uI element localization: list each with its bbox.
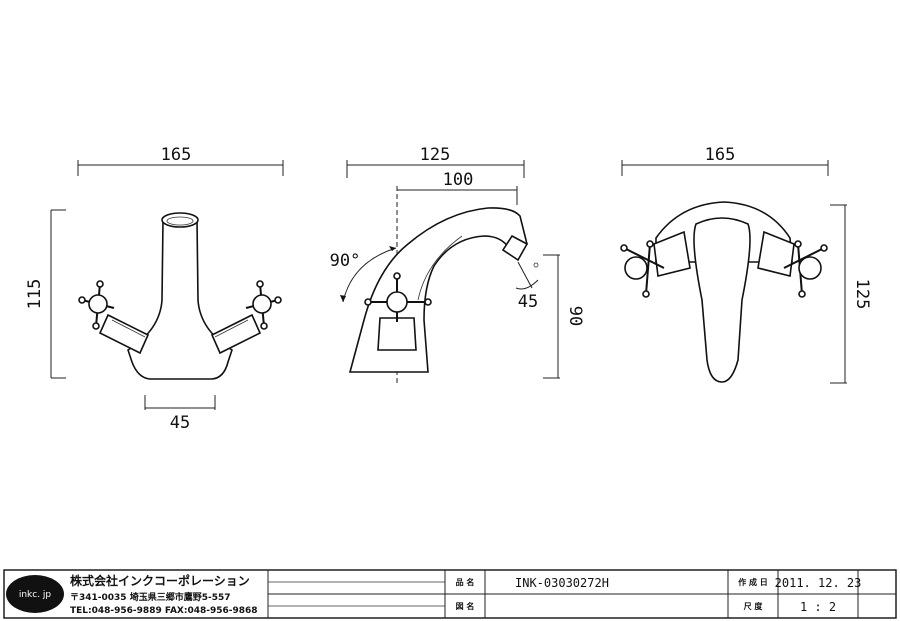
company-address: 〒341-0035 埼玉県三郷市鷹野5-557 [70, 591, 231, 603]
back-height-dim: 125 [852, 279, 872, 310]
back-width-dim: 165 [705, 145, 736, 165]
back-spout-blade [693, 217, 751, 383]
side-view: 125 100 90 90° 45 [330, 145, 585, 385]
scale-label: 尺 度 [744, 601, 764, 611]
side-body [348, 207, 528, 373]
front-width-dim: 165 [161, 145, 192, 165]
drawing-name-label: 図 名 [456, 601, 475, 611]
front-view: 165 115 45 [25, 145, 284, 433]
side-spout-tip [501, 234, 529, 262]
front-left-valve [98, 313, 150, 355]
side-height-dim: 90 [565, 306, 585, 326]
side-angle-dim: 90° [330, 251, 361, 271]
side-reach-dim: 100 [443, 170, 474, 190]
side-spout-angle-dim: 45 [518, 292, 538, 312]
front-body [127, 219, 233, 380]
side-handle [364, 272, 432, 322]
company-logo [6, 575, 64, 613]
front-left-handle [78, 280, 115, 330]
back-left-handle [620, 240, 665, 298]
company-contact: TEL:048-956-9889 FAX:048-956-9868 [70, 606, 258, 616]
created-date: 2011. 12. 23 [775, 576, 862, 590]
back-view: 165 125 [620, 145, 872, 384]
back-right-handle [783, 240, 828, 298]
front-right-valve [210, 313, 262, 355]
product-name: INK-03030272H [515, 576, 609, 590]
side-overall-dim: 125 [420, 145, 451, 165]
product-name-label: 品 名 [456, 577, 475, 587]
front-base-dim: 45 [170, 413, 190, 433]
created-date-label: 作 成 日 [738, 577, 768, 587]
front-height-dim: 115 [25, 279, 45, 310]
logo-text: inkc. jp [19, 590, 52, 600]
side-valve [377, 317, 417, 351]
title-block: inkc. jp 株式会社インクコーポレーション 〒341-0035 埼玉県三郷… [3, 569, 897, 619]
front-right-handle [245, 280, 282, 330]
company-name: 株式会社インクコーポレーション [70, 573, 250, 588]
scale-value: 1 : 2 [800, 600, 836, 614]
